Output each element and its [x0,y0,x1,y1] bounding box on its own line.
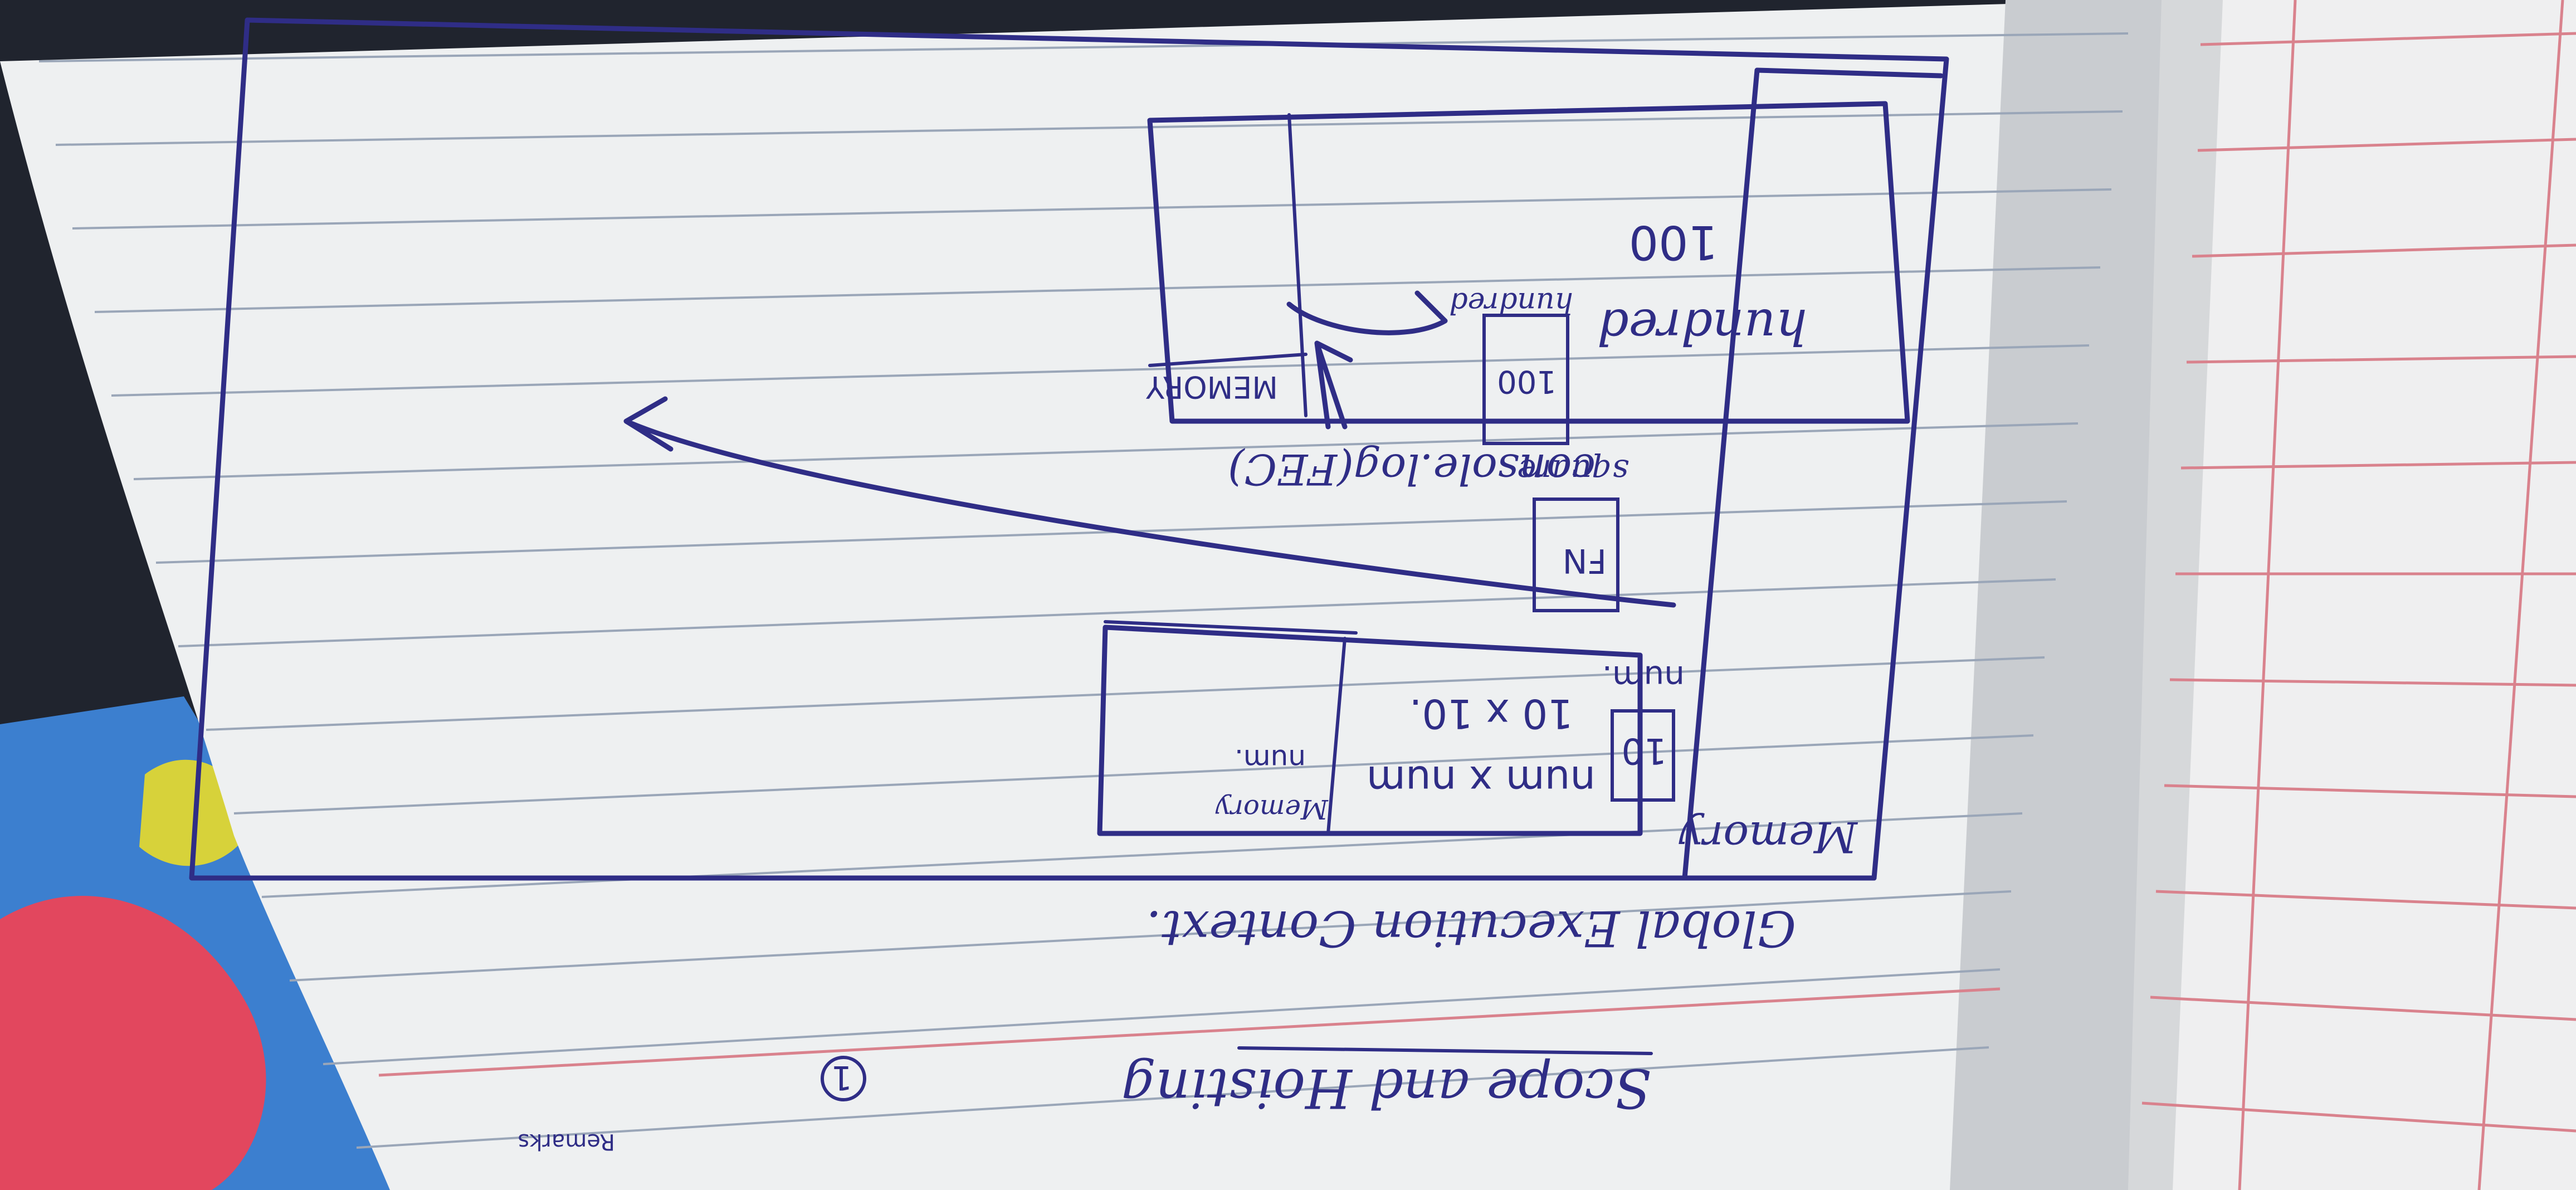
function-memory-value: num. [1235,743,1306,776]
heading-underline [1237,1046,1653,1055]
function-code-line-2: 10 x 10. [1409,690,1573,737]
global-memory-header: Memory [1679,812,1858,862]
page-heading: Scope and Hoisting [1121,1057,1651,1119]
right-notebook-page [2128,0,2576,1190]
return-arrow [623,396,1676,608]
global-context-frame [189,17,1949,881]
function-context-box [1097,625,1643,836]
page-number-circle [821,1056,866,1101]
console-context-box [1147,101,1910,424]
console-code-line-1: hundred [1597,298,1807,355]
memory-name-square: square [1517,452,1629,490]
fabric-background [0,696,401,1190]
console-memory-header-line [1148,353,1307,367]
function-memory-label: Memory [1215,793,1329,825]
memory-value-box-square [1533,498,1619,612]
margin-word-remarks: Remarks [518,1129,615,1154]
console-memory-label: MEMORY [1145,369,1278,404]
memory-value-square: FN [1563,541,1607,580]
console-arrow-down [1314,340,1353,430]
right-page-grid [2141,0,2576,1190]
page-number: 1 [831,1058,852,1097]
function-code-line-1: num x num [1367,757,1596,804]
memory-name-num: num. [1602,659,1685,696]
caption-global-execution-context: Global Execution Context. [1146,900,1796,957]
memory-value-hundred: 100 [1497,363,1557,399]
result-arrow [1286,290,1448,335]
function-memory-header-line [1104,620,1358,635]
console-memory-divider [1287,113,1307,417]
ruled-lines [38,32,2129,1149]
console-code-line-2: 100 [1629,215,1718,270]
function-memory-divider [1326,637,1346,835]
console-log-call: console.log(FEC) [1228,445,1596,494]
global-memory-column [1682,67,1944,881]
memory-value-box-num [1611,709,1675,802]
memory-name-hundred: hundred [1449,286,1573,319]
memory-value-num: 10 [1622,730,1667,771]
left-notebook-page [0,0,2173,1190]
memory-value-box-hundred [1482,314,1569,445]
